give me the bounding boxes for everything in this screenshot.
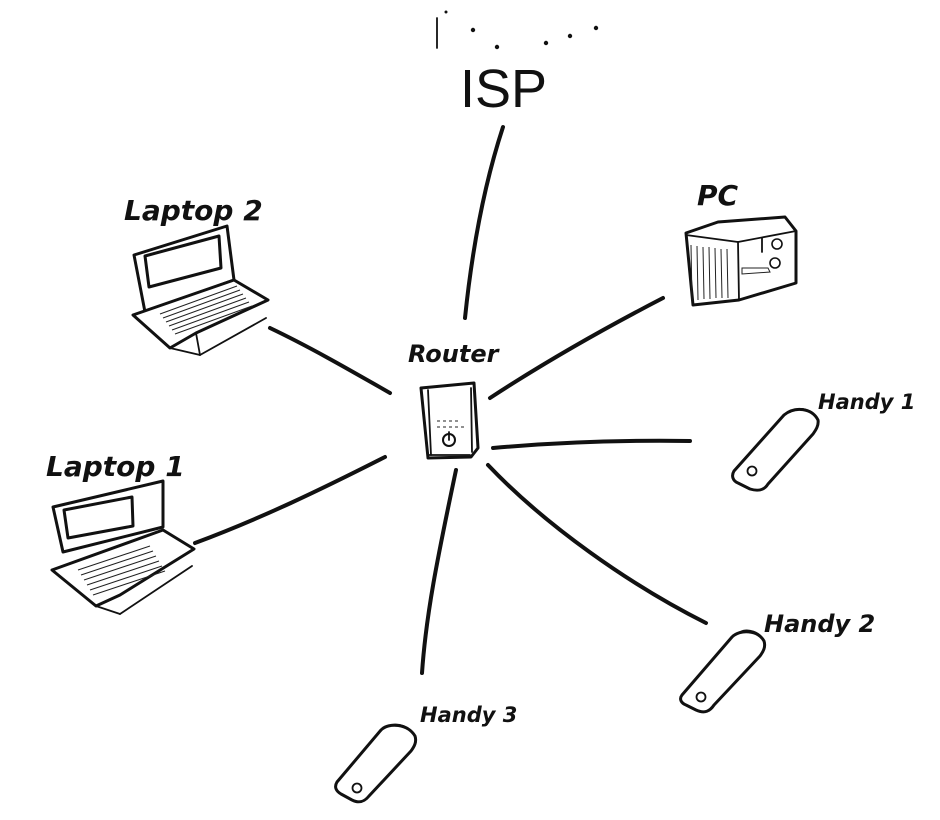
handy1-button-icon (746, 465, 758, 477)
link-router-handy3 (420, 468, 458, 675)
router-label: Router (408, 340, 501, 368)
laptop2-device (131, 224, 270, 356)
link-router-isp (463, 125, 505, 320)
handy2-device (679, 629, 767, 714)
link-router-handy1 (491, 438, 692, 450)
handy1-device (731, 407, 820, 492)
internet-dots (436, 10, 599, 50)
handy3-device (334, 723, 418, 804)
handy1-label: Handy 1 (818, 390, 915, 414)
laptop1-device (50, 479, 196, 615)
pc-device (684, 215, 798, 307)
laptop1-label: Laptop 1 (46, 450, 185, 483)
link-router-laptop2 (268, 326, 392, 395)
router-device (419, 381, 480, 460)
laptop2-label: Laptop 2 (124, 194, 263, 227)
isp-label: ISP (460, 59, 547, 119)
link-router-laptop1 (193, 455, 387, 545)
handy2-label: Handy 2 (764, 610, 875, 638)
handy3-label: Handy 3 (420, 703, 517, 727)
link-router-pc (488, 296, 665, 400)
handy3-button-icon (351, 782, 363, 794)
connection-lines (193, 125, 708, 675)
handy2-button-icon (695, 691, 707, 703)
pc-label: PC (697, 179, 739, 212)
link-router-handy2 (486, 463, 708, 625)
